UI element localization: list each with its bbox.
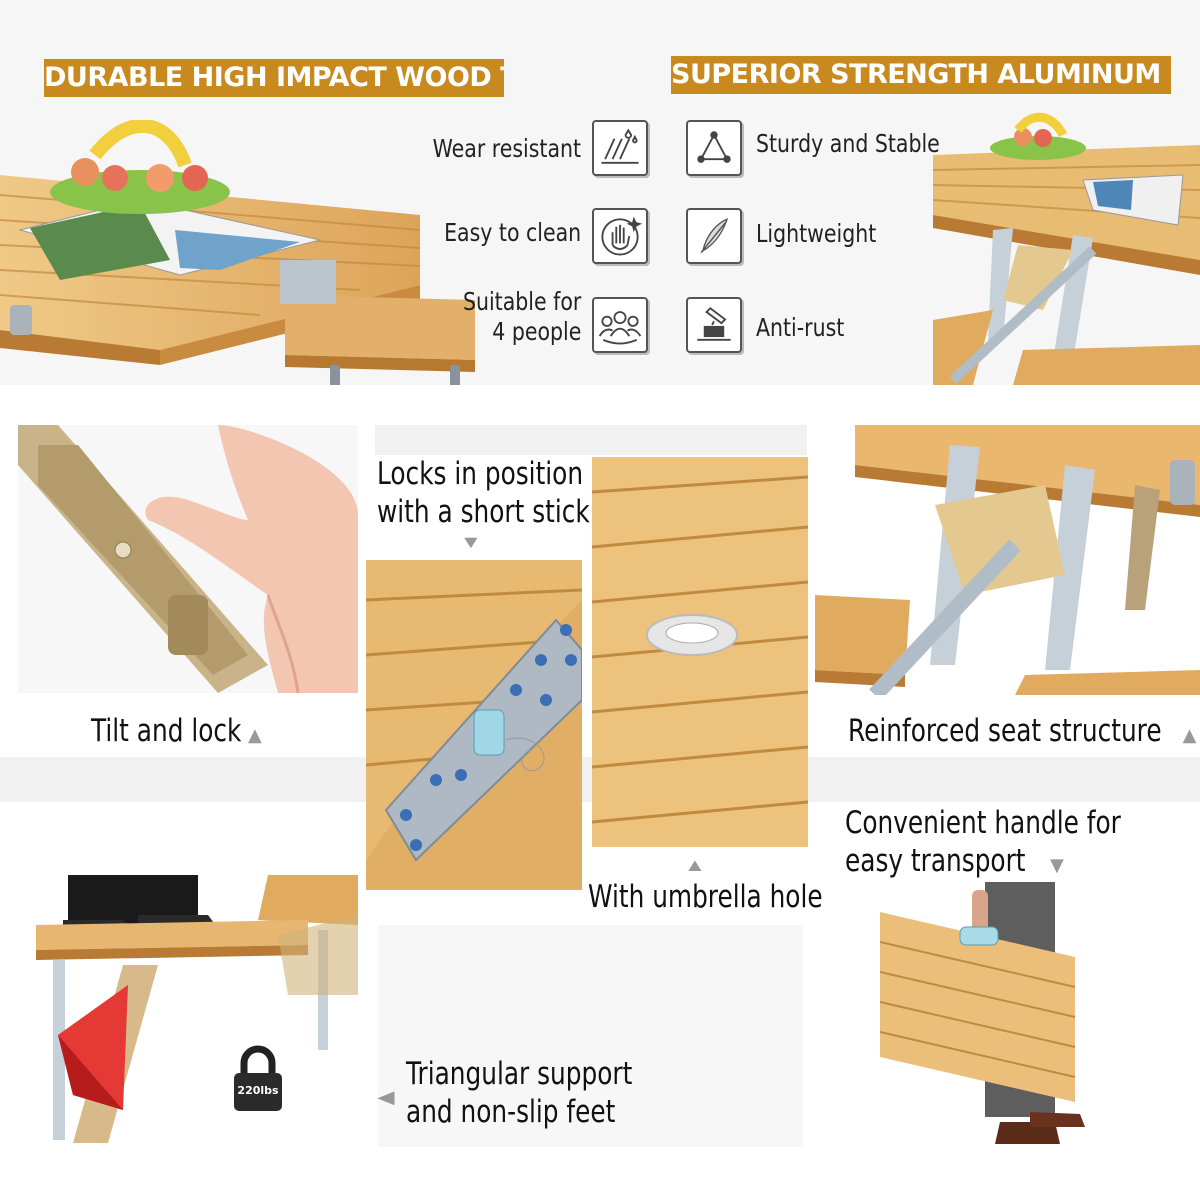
- caption-tilt-text: Tilt and lock: [91, 713, 242, 749]
- banner-wood-top: DURABLE HIGH IMPACT WOOD TOP: [44, 59, 504, 97]
- caption-band-triangular: [378, 925, 803, 1147]
- arrow-up-reinforced-icon: ▲: [1182, 725, 1197, 746]
- feature-label-suitable-line2: 4 people: [491, 317, 581, 346]
- banner-aluminum-frame: SUPERIOR STRENGTH ALUMINUM FRAME: [671, 56, 1171, 94]
- caption-band-center: [375, 425, 807, 455]
- arrow-up-umbrella-icon: ▲: [683, 855, 707, 875]
- wear-resistant-icon: [592, 120, 648, 176]
- caption-locks-line1: Locks in position: [377, 456, 584, 492]
- photo-reinforced-seat: [815, 425, 1200, 695]
- caption-locks-line2: with a short stick: [377, 494, 590, 530]
- photo-aluminum-frame: [933, 110, 1200, 385]
- photo-tilt-lock: [18, 425, 358, 693]
- arrow-down-icon: ▼: [459, 532, 483, 552]
- caption-umbrella-hole: With umbrella hole: [588, 879, 823, 915]
- weight-capacity-label: 220lbs: [237, 1084, 279, 1097]
- arrow-up-icon: ▲: [247, 725, 262, 746]
- caption-reinforced-seat: Reinforced seat structure ▲: [848, 712, 1197, 755]
- caption-handle-line2-row: easy transport ▼: [845, 842, 1121, 885]
- arrow-down-handle-icon: ▼: [1049, 855, 1064, 876]
- feature-label-suitable-4-people: Suitable for 4 people: [463, 287, 581, 347]
- caption-handle-line1: Convenient handle for: [845, 805, 1121, 841]
- caption-triangular-support: Triangular support and non-slip feet: [406, 1055, 632, 1131]
- caption-handle: Convenient handle for easy transport ▼: [845, 804, 1121, 885]
- photo-umbrella-hole: [592, 457, 808, 847]
- caption-triangular-line2: and non-slip feet: [406, 1094, 616, 1130]
- caption-tilt-lock: Tilt and lock ▲: [91, 712, 262, 755]
- caption-locks-position: Locks in position with a short stick: [377, 455, 590, 531]
- easy-clean-icon: [592, 208, 648, 264]
- anti-rust-icon: [686, 297, 742, 353]
- feature-label-lightweight: Lightweight: [756, 219, 877, 248]
- caption-handle-line2: easy transport: [845, 843, 1026, 879]
- feature-label-easy-clean: Easy to clean: [443, 218, 581, 247]
- feature-label-wear-resistant: Wear resistant: [432, 134, 581, 163]
- triangle-icon: [686, 120, 742, 176]
- feather-icon: [686, 208, 742, 264]
- arrow-left-icon: ◀: [377, 1087, 395, 1107]
- photo-carry-case: [880, 882, 1100, 1144]
- photo-table-with-fruit: [0, 120, 480, 385]
- photo-lock-hinge: [366, 560, 582, 890]
- feature-label-suitable-line1: Suitable for: [462, 287, 581, 316]
- padlock-icon: 220lbs: [232, 1043, 284, 1113]
- caption-triangular-line1: Triangular support: [406, 1056, 633, 1092]
- people-icon: [592, 297, 648, 353]
- caption-reinforced-text: Reinforced seat structure: [848, 713, 1162, 749]
- feature-label-sturdy: Sturdy and Stable: [756, 129, 940, 158]
- photo-standing-on-seat: [28, 875, 358, 1143]
- feature-label-anti-rust: Anti-rust: [756, 313, 845, 342]
